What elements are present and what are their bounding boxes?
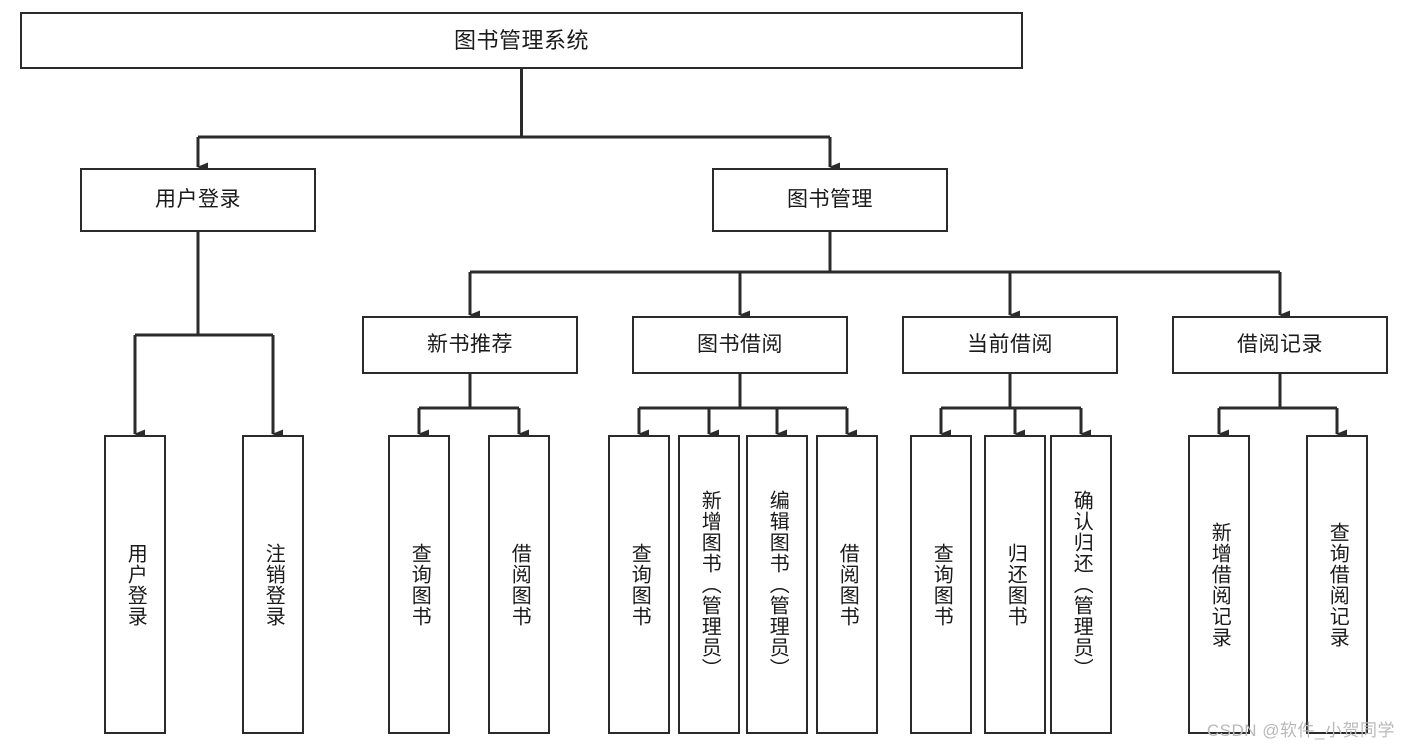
node-leaf-record-query[interactable]: 查询借阅记录 bbox=[1306, 435, 1368, 734]
node-label-leaf-recommend-borrow-book: 借阅图书 bbox=[508, 542, 531, 627]
node-label-leaf-borrow-add-book: 新增图书（管理员） bbox=[698, 490, 721, 679]
node-leaf-recommend-query-book[interactable]: 查询图书 bbox=[388, 435, 450, 734]
node-label-new-book-recommend: 新书推荐 bbox=[427, 332, 513, 356]
node-label-root: 图书管理系统 bbox=[453, 27, 589, 53]
node-label-leaf-recommend-query-book: 查询图书 bbox=[408, 542, 431, 627]
node-leaf-user-logout[interactable]: 注销登录 bbox=[242, 435, 304, 734]
node-label-leaf-current-return-book: 归还图书 bbox=[1004, 542, 1027, 627]
node-borrow-record[interactable]: 借阅记录 bbox=[1172, 316, 1388, 374]
node-leaf-record-add[interactable]: 新增借阅记录 bbox=[1188, 435, 1250, 734]
node-label-book-manage: 图书管理 bbox=[787, 187, 873, 211]
node-current-borrow[interactable]: 当前借阅 bbox=[902, 316, 1118, 374]
node-label-leaf-user-logout: 注销登录 bbox=[262, 542, 285, 627]
node-label-leaf-user-login: 用户登录 bbox=[124, 542, 147, 627]
node-label-book-borrow: 图书借阅 bbox=[697, 332, 783, 356]
node-label-leaf-borrow-edit-book: 编辑图书（管理员） bbox=[766, 490, 789, 679]
node-book-borrow[interactable]: 图书借阅 bbox=[632, 316, 848, 374]
node-label-leaf-borrow-query-book: 查询图书 bbox=[628, 542, 651, 627]
node-leaf-borrow-borrow-book[interactable]: 借阅图书 bbox=[816, 435, 878, 734]
node-leaf-borrow-query-book[interactable]: 查询图书 bbox=[608, 435, 670, 734]
node-label-leaf-current-query-book: 查询图书 bbox=[930, 542, 953, 627]
node-label-borrow-record: 借阅记录 bbox=[1237, 332, 1323, 356]
node-label-leaf-current-confirm-return: 确认归还（管理员） bbox=[1070, 490, 1093, 679]
node-leaf-current-confirm-return[interactable]: 确认归还（管理员） bbox=[1050, 435, 1112, 734]
node-leaf-borrow-add-book[interactable]: 新增图书（管理员） bbox=[678, 435, 740, 734]
node-label-leaf-record-add: 新增借阅记录 bbox=[1208, 521, 1231, 648]
node-book-manage[interactable]: 图书管理 bbox=[712, 168, 948, 232]
node-leaf-recommend-borrow-book[interactable]: 借阅图书 bbox=[488, 435, 550, 734]
node-user-login[interactable]: 用户登录 bbox=[80, 168, 316, 232]
node-label-current-borrow: 当前借阅 bbox=[967, 332, 1053, 356]
node-root[interactable]: 图书管理系统 bbox=[20, 12, 1023, 69]
node-new-book-recommend[interactable]: 新书推荐 bbox=[362, 316, 578, 374]
node-label-user-login: 用户登录 bbox=[155, 187, 241, 211]
node-label-leaf-borrow-borrow-book: 借阅图书 bbox=[836, 542, 859, 627]
node-leaf-borrow-edit-book[interactable]: 编辑图书（管理员） bbox=[746, 435, 808, 734]
node-leaf-user-login[interactable]: 用户登录 bbox=[104, 435, 166, 734]
node-leaf-current-return-book[interactable]: 归还图书 bbox=[984, 435, 1046, 734]
node-leaf-current-query-book[interactable]: 查询图书 bbox=[910, 435, 972, 734]
node-label-leaf-record-query: 查询借阅记录 bbox=[1326, 521, 1349, 648]
watermark-text: CSDN @软件_小贺同学 bbox=[1206, 721, 1395, 740]
